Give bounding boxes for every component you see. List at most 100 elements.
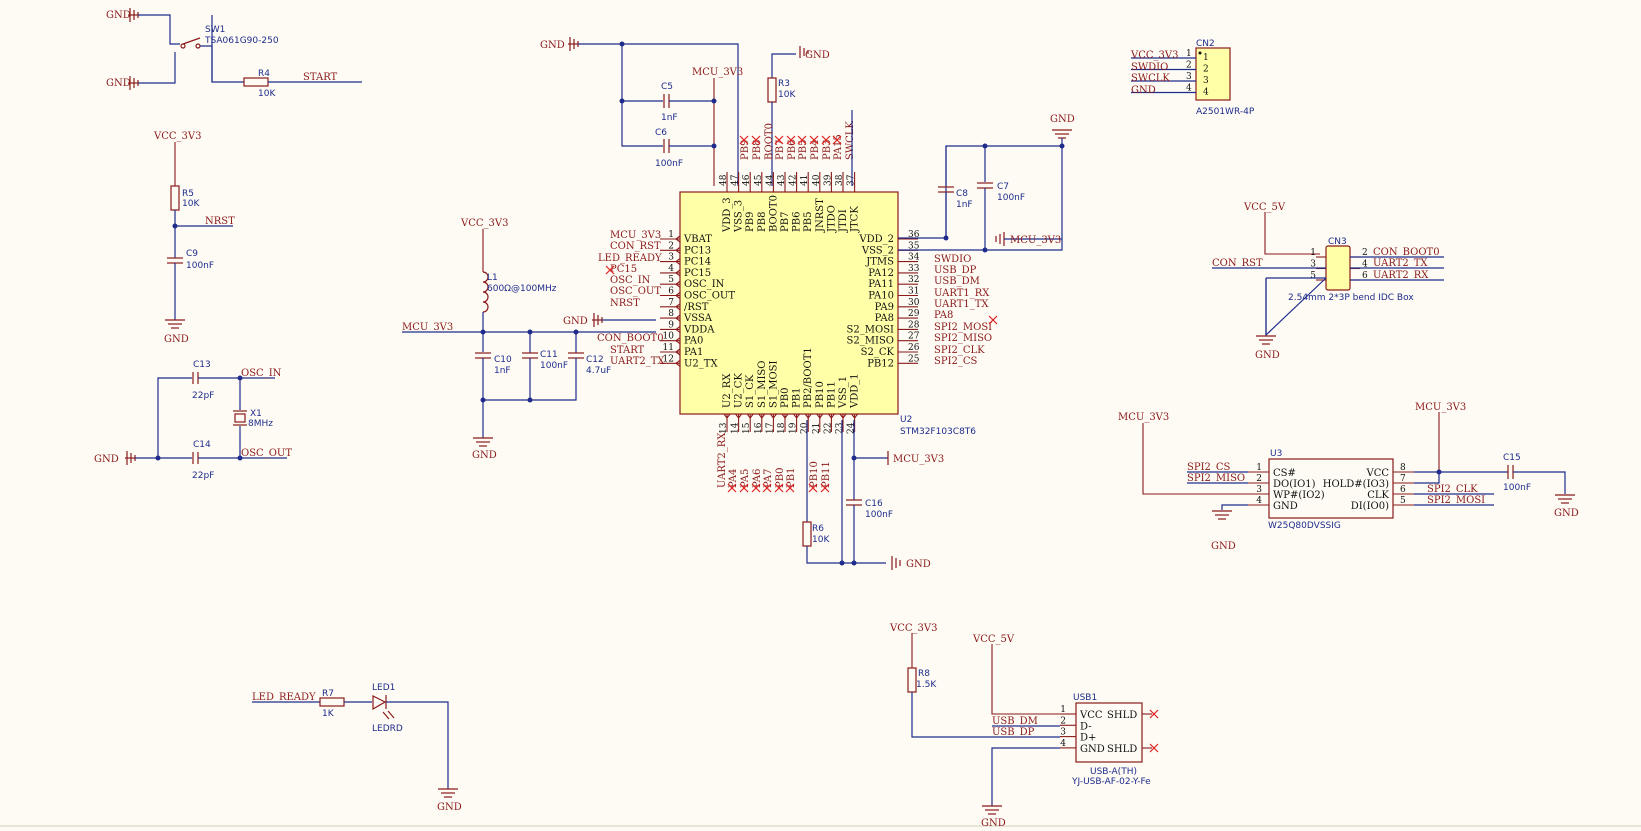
cn3-pin-num: 3 (1310, 260, 1316, 270)
cn2-pin-num: 1 (1186, 49, 1192, 59)
u2-pin-num: 40 (812, 174, 822, 186)
net-swclk: SWCLK (845, 121, 856, 160)
net-pb10: PB10 (809, 461, 820, 488)
l1-inductor (482, 271, 489, 313)
cn2-pin-label: 3 (1203, 76, 1209, 86)
u2-pin-top: PB6 (792, 212, 803, 232)
c14-ref: C14 (193, 440, 211, 450)
cn2-pin-label: 1 (1203, 53, 1209, 63)
net-pb8: PB8 (752, 140, 763, 160)
c8-ref: C8 (956, 189, 968, 199)
r6-value: 10K (812, 535, 830, 545)
no-connect-marks-bottom (727, 483, 830, 493)
u2-pin-top: JTDI (838, 209, 849, 233)
c12-ref: C12 (586, 355, 604, 365)
net-uart1-tx: UART1_TX (934, 299, 989, 310)
l1-ref: L1 (487, 273, 498, 283)
u3-pin-num: 7 (1400, 474, 1406, 484)
c15-ref: C15 (1503, 453, 1521, 463)
u2-pin-right: PB12 (867, 358, 894, 369)
gnd-label: GND (94, 454, 119, 465)
u2-pin-bottom: PB11 (826, 381, 837, 408)
u2-pin-top: PB7 (780, 212, 791, 232)
u2-pin-num: 34 (908, 253, 920, 263)
net-start: START (610, 345, 645, 356)
u2-pin-num: 24 (847, 422, 857, 434)
u2-pin-right: S2_MISO (847, 336, 894, 347)
u2-pin-num: 16 (754, 422, 764, 434)
gnd-label: GND (164, 334, 189, 345)
c9-ref: C9 (186, 249, 198, 259)
u2-pin-num: 5 (668, 275, 674, 285)
u2-pin-num: 32 (908, 275, 919, 285)
u2-pin-num: 1 (668, 230, 674, 240)
cn2-pin-num: 3 (1186, 72, 1192, 82)
c7-value: 100nF (997, 193, 1025, 203)
vcc3-label: VCC_3V3 (1130, 50, 1178, 61)
net-uart1-rx: UART1_RX (934, 288, 990, 299)
u2-pin-right: PA8 (875, 313, 894, 324)
net-swclk: SWCLK (1131, 73, 1170, 84)
led1-value: LEDRD (372, 724, 403, 734)
x1-ref: X1 (250, 409, 262, 419)
usb1-body (1075, 702, 1143, 763)
gnd-label: GND (1050, 114, 1075, 125)
u3-pin-num: 3 (1256, 485, 1262, 495)
net-usb-dp: USB_DP (992, 727, 1035, 738)
net-spi2-cs: SPI2_CS (1187, 462, 1231, 473)
u2-pin-num: 26 (908, 343, 920, 353)
c7-ref: C7 (997, 182, 1009, 192)
u2-pin-left: PC15 (684, 268, 711, 279)
c14-value: 22pF (192, 471, 214, 481)
net-spi2-cs: SPI2_CS (934, 356, 978, 367)
vcc5-label: VCC_5V (972, 634, 1015, 645)
u3-value: W25Q80DVSSIG (1268, 521, 1341, 531)
c16-value: 100nF (865, 510, 893, 520)
u2-pin-top: PB8 (757, 212, 768, 232)
mcu3-label: MCU_3V3 (893, 454, 944, 465)
usb-block: VCC_3V3 R8 1.5K VCC_5V USB_DM USB_DP GND… (889, 623, 1159, 829)
mcu3-label: MCU_3V3 (1415, 402, 1466, 413)
r8-value: 1.5K (916, 680, 937, 690)
net-mcu3: MCU_3V3 (402, 322, 453, 333)
u2-pin-num: 10 (663, 332, 675, 342)
net-pb3: PB3 (822, 140, 833, 160)
c13-ref: C13 (193, 360, 211, 370)
net-spi2-miso: SPI2_MISO (1187, 473, 1245, 484)
c13-value: 22pF (192, 391, 214, 401)
gnd-label: GND (472, 450, 497, 461)
cn3-pin-num: 1 (1310, 248, 1316, 258)
u2-pin-left: OSC_IN (684, 279, 725, 290)
net-con-boot0: CON_BOOT0 (1373, 247, 1440, 258)
u2-pin-right: VSS_2 (861, 245, 894, 256)
net-con-rst: CON_RST (1212, 258, 1263, 269)
r5-ref: R5 (182, 189, 194, 199)
u2-ref: U2 (900, 415, 912, 425)
u2-pin-num: 13 (719, 422, 729, 434)
u2-pin-num: 22 (823, 423, 833, 434)
top-decoupling-block: GND C5 1nF C6 100nF MCU_3V3 GND R3 10K (540, 37, 830, 186)
u2-pin-num: 47 (731, 174, 741, 186)
u3-pin-num: 6 (1400, 485, 1406, 495)
u2-pin-num: 12 (663, 354, 674, 364)
u2-pin-bottom: U2_CK (734, 373, 745, 408)
u2-pin-top: VDD_3 (722, 197, 733, 233)
cn2-pin-label: 2 (1203, 65, 1209, 75)
cn3-pin-num: 5 (1310, 271, 1316, 281)
usb-shld-2: SHLD (1107, 744, 1137, 755)
net-pa15: PA15 (833, 134, 844, 160)
u2-pin-top: JTDO (826, 205, 837, 233)
l1-value: 600Ω@100MHz (487, 284, 557, 294)
u2-pin-left: PA0 (684, 336, 703, 347)
u2-pin-num: 4 (668, 264, 674, 274)
u2-pin-num: 2 (668, 241, 674, 251)
r3-value: 10K (778, 90, 796, 100)
u2-pin-bottom: PB10 (815, 381, 826, 408)
usb1-value-1: USB-A(TH) (1090, 767, 1137, 777)
u2-pin-num: 20 (800, 422, 810, 434)
u2-pin-num: 6 (668, 287, 674, 297)
c6-value: 100nF (655, 159, 683, 169)
mcu3-label: MCU_3V3 (1010, 235, 1061, 246)
gnd-label: GND (563, 316, 588, 327)
u2-pin-top: BOOT0 (768, 195, 779, 232)
